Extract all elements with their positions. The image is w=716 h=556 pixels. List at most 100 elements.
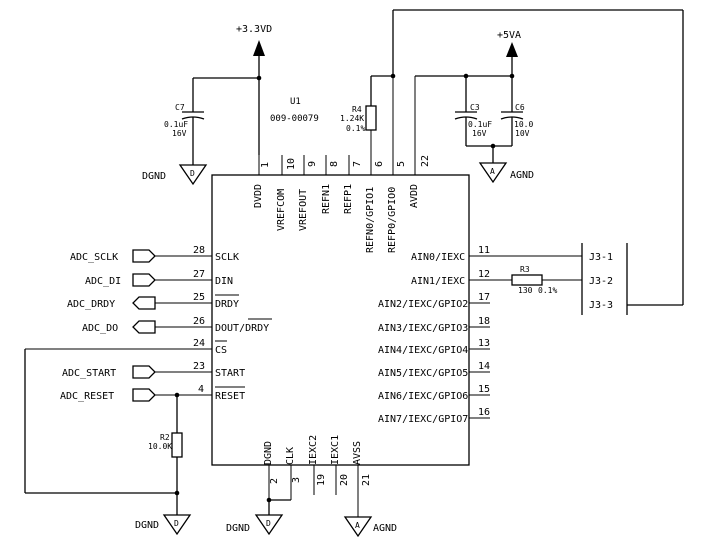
pin-3-number: 3 — [291, 477, 302, 483]
supply-arrow-5v — [506, 42, 518, 57]
pin-26-number: 26 — [193, 316, 205, 327]
dgnd-label-c7: DGND — [142, 171, 166, 182]
pin-27-name: DIN — [215, 276, 233, 287]
pin-6-name: REFN0/GPIO1 — [365, 187, 376, 253]
pin-23-name: START — [215, 368, 245, 379]
pin-25-name: DRDY — [215, 299, 239, 310]
c7-voltage: 16V — [172, 129, 187, 138]
pin-5-number: 5 — [396, 161, 407, 167]
pin-15-name: AIN6/IEXC/GPIO6 — [378, 391, 468, 402]
supply-5v-label: +5VA — [497, 30, 521, 41]
c6-voltage: 10V — [515, 129, 530, 138]
pin-9-name: VREFOUT — [298, 189, 309, 231]
signal-arrow-adc-drdy — [132, 296, 156, 310]
agnd-symbol-caps — [478, 162, 508, 184]
signal-arrow-adc-do — [132, 320, 156, 334]
agnd-symbol-ic — [343, 516, 373, 538]
pin-28-number: 28 — [193, 245, 205, 256]
agnd-label-caps: AGND — [510, 170, 534, 181]
dgnd-symbol-ic — [254, 514, 284, 536]
c6-ref: C6 — [515, 103, 525, 112]
pin-16-name: AIN7/IEXC/GPIO7 — [378, 414, 468, 425]
c3-ref: C3 — [470, 103, 480, 112]
signal-adc-sclk: ADC_SCLK — [70, 252, 118, 263]
pin-7-name: REFP1 — [343, 184, 354, 214]
pin-19-number: 19 — [316, 474, 327, 486]
r4-ref: R4 — [352, 105, 362, 114]
pin-22-number: 22 — [420, 155, 431, 167]
pin-22-name: AVDD — [409, 184, 420, 208]
pin-20-name: IEXC1 — [330, 435, 341, 465]
pin-2-name: DGND — [263, 441, 274, 465]
pin-10-number: 10 — [286, 158, 297, 170]
agnd-label-ic: AGND — [373, 523, 397, 534]
r3-tol: 0.1% — [538, 286, 557, 295]
pin-27-number: 27 — [193, 269, 205, 280]
pin-13-number: 13 — [478, 338, 490, 349]
c3-value: 0.1uF — [468, 120, 492, 129]
pin-25-number: 25 — [193, 292, 205, 303]
c7-value: 0.1uF — [164, 120, 188, 129]
c3-voltage: 16V — [472, 129, 487, 138]
r2-value: 10.0K — [148, 442, 172, 451]
pin-11-name: AIN0/IEXC — [411, 252, 465, 263]
pin-13-name: AIN4/IEXC/GPIO4 — [378, 345, 468, 356]
c7-ref: C7 — [175, 103, 185, 112]
ic-part-number: 009-00079 — [270, 114, 319, 124]
pin-18-number: 18 — [478, 316, 490, 327]
r4-value: 1.24K — [340, 114, 364, 123]
pin-12-name: AIN1/IEXC — [411, 276, 465, 287]
svg-text:A: A — [355, 521, 360, 530]
pin-17-name: AIN2/IEXC/GPIO2 — [378, 299, 468, 310]
signal-arrow-adc-start — [132, 365, 156, 379]
connector-j3-pin-3: J3-3 — [589, 300, 613, 311]
pin-1-name: DVDD — [253, 184, 264, 208]
pin-21-number: 21 — [361, 474, 372, 486]
signal-arrow-adc-di — [132, 273, 156, 287]
signal-arrow-adc-reset — [132, 388, 156, 402]
connector-j3-pin-2: J3-2 — [589, 276, 613, 287]
signal-adc-do: ADC_DO — [82, 323, 118, 334]
pin-24-number: 24 — [193, 338, 205, 349]
r4-tol: 0.1% — [346, 124, 365, 133]
pin-23-number: 23 — [193, 361, 205, 372]
pin-26-name: DOUT/DRDY — [215, 323, 269, 334]
pin-20-number: 20 — [339, 474, 350, 486]
pin-4-number: 4 — [198, 384, 204, 395]
pin-9-number: 9 — [307, 161, 318, 167]
signal-adc-reset: ADC_RESET — [60, 391, 114, 402]
pin-24-name: CS — [215, 345, 227, 356]
pin-15-number: 15 — [478, 384, 490, 395]
pin-6-number: 6 — [374, 161, 385, 167]
pin-7-number: 7 — [352, 161, 363, 167]
dgnd-label-r2: DGND — [135, 520, 159, 531]
dgnd-label-ic: DGND — [226, 523, 250, 534]
supply-3v3-label: +3.3VD — [236, 24, 272, 35]
pin-18-name: AIN3/IEXC/GPIO3 — [378, 323, 468, 334]
pin-14-number: 14 — [478, 361, 490, 372]
pin-16-number: 16 — [478, 407, 490, 418]
signal-arrow-adc-sclk — [132, 249, 156, 263]
pin-19-name: IEXC2 — [308, 435, 319, 465]
pin-3-name: CLK — [285, 447, 296, 465]
r2-body — [171, 432, 183, 458]
pin-8-number: 8 — [329, 161, 340, 167]
r3-body — [511, 274, 543, 286]
svg-text:A: A — [490, 167, 495, 176]
svg-text:D: D — [266, 519, 271, 528]
ic-ref: U1 — [290, 97, 301, 107]
r4-body — [365, 105, 377, 131]
connector-j3-pin-1: J3-1 — [589, 252, 613, 263]
pin-17-number: 17 — [478, 292, 490, 303]
r3-value: 130 — [518, 286, 533, 295]
signal-adc-di: ADC_DI — [85, 276, 121, 287]
pin-21-name: AVSS — [352, 441, 363, 465]
r2-ref: R2 — [160, 433, 170, 442]
pin-14-name: AIN5/IEXC/GPIO5 — [378, 368, 468, 379]
ic-body — [211, 174, 470, 466]
pin-5-name: REFP0/GPIO0 — [387, 187, 398, 253]
pin-12-number: 12 — [478, 269, 490, 280]
r3-ref: R3 — [520, 265, 530, 274]
dgnd-symbol-c7 — [178, 164, 208, 186]
